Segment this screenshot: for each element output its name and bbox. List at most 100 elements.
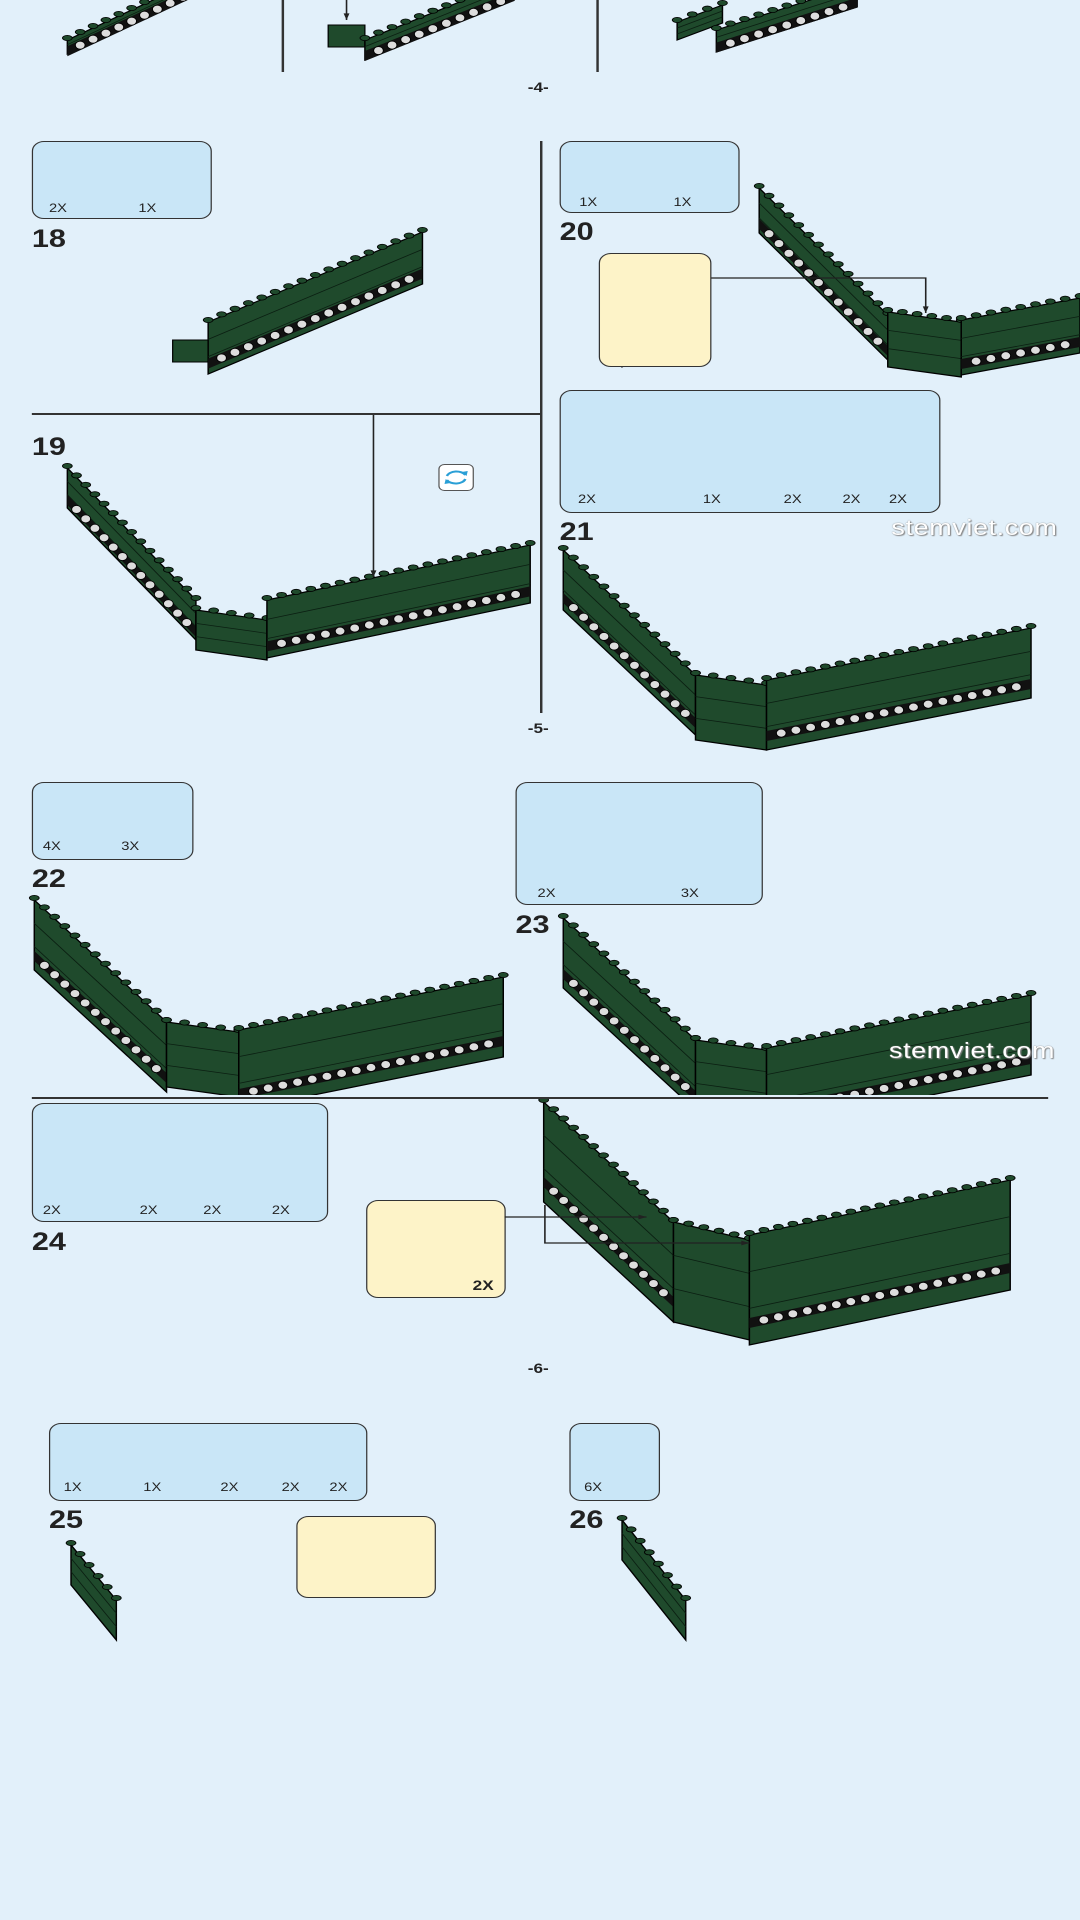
parts-box-step-20: 1X 1X (559, 141, 740, 213)
technic-hole (790, 725, 802, 735)
technic-hole (772, 1312, 784, 1322)
technic-hole (832, 297, 844, 307)
rotate-model-icon (438, 464, 474, 491)
part-qty: 2X (139, 1203, 158, 1217)
technic-hole (510, 590, 521, 599)
brick-seam (166, 1064, 239, 1076)
technic-hole (292, 1077, 303, 1087)
stud (713, 1227, 725, 1234)
sub-assembly-callout: 2X (366, 1200, 506, 1298)
stud (744, 1230, 755, 1237)
stud (336, 1004, 348, 1011)
technic-hole (422, 608, 434, 618)
technic-hole (878, 1084, 890, 1093)
page-number: -6- (527, 1360, 549, 1376)
technic-hole (466, 599, 478, 609)
part-qty: 2X (577, 492, 596, 506)
arrow-head (343, 13, 350, 20)
stud (1010, 992, 1022, 999)
technic-hole (639, 1044, 651, 1054)
watermark: stemviet.com (888, 1038, 1056, 1063)
stud (955, 314, 967, 321)
stud (380, 995, 392, 1002)
stud (659, 641, 671, 648)
stud (242, 300, 254, 307)
stud (350, 1001, 362, 1008)
technic-hole (139, 10, 150, 20)
stud (400, 18, 412, 25)
wall-segment (233, 972, 509, 1095)
stud (753, 11, 764, 18)
stud (961, 1184, 973, 1191)
technic-hole (413, 29, 425, 39)
technic-hole (629, 1035, 640, 1045)
part-qty: 2X (48, 201, 67, 215)
wall-segment (28, 895, 172, 1094)
stud (451, 555, 463, 562)
technic-hole (126, 16, 138, 26)
brick-seam (70, 1558, 117, 1614)
stud (363, 249, 375, 256)
stud (135, 538, 147, 545)
stud (653, 1560, 664, 1567)
stud (1000, 306, 1012, 313)
stud (608, 593, 620, 600)
brick-seam (961, 315, 1080, 339)
technic-hole (852, 317, 864, 327)
technic-hole (578, 988, 590, 998)
stud (49, 913, 61, 920)
stud (783, 212, 795, 219)
stud (893, 1016, 905, 1023)
brick-seam (207, 266, 423, 358)
stud (568, 1124, 580, 1131)
stud (975, 1181, 987, 1188)
technic-hole (1010, 1057, 1022, 1067)
technic-hole (922, 1075, 934, 1085)
stud (932, 1190, 944, 1197)
stud (946, 1187, 958, 1194)
stud (781, 2, 793, 9)
technic-hole (649, 1054, 661, 1063)
wall-segment (65, 1540, 122, 1642)
stud (834, 1028, 846, 1035)
stud (634, 1537, 646, 1544)
stud (557, 545, 569, 552)
stud (588, 573, 600, 580)
brick-seam (673, 1254, 750, 1274)
technic-hole (262, 1083, 274, 1093)
stud (1004, 1175, 1016, 1182)
technic-hole (888, 1288, 900, 1297)
technic-hole (578, 612, 590, 622)
stud (59, 923, 71, 930)
stud (803, 231, 815, 238)
stud (150, 1007, 162, 1014)
technic-hole (558, 1196, 570, 1205)
part-qty: 2X (281, 1480, 300, 1494)
stud (350, 255, 361, 262)
stud (305, 585, 317, 592)
brick-seam (716, 0, 835, 38)
technic-hole (390, 280, 402, 290)
stud (707, 1037, 719, 1044)
technic-hole (548, 1186, 560, 1196)
brick-seam (207, 248, 423, 340)
part-qty: 2X (42, 1203, 61, 1217)
stud (805, 1034, 817, 1041)
step-number: 22 (31, 865, 66, 893)
technic-hole (937, 696, 949, 706)
stud (181, 585, 193, 592)
technic-hole (981, 1063, 993, 1073)
stud (107, 510, 119, 517)
technic-hole (229, 347, 241, 357)
stud (743, 1042, 755, 1049)
technic-hole (454, 13, 466, 23)
wall-segment (761, 623, 1037, 751)
stud (309, 271, 321, 278)
technic-hole (113, 22, 125, 32)
wall-face (887, 311, 962, 378)
brick-shape (172, 339, 213, 363)
stud (497, 972, 509, 979)
stud (248, 1022, 259, 1029)
technic-hole (801, 1306, 813, 1316)
stud (629, 978, 640, 985)
